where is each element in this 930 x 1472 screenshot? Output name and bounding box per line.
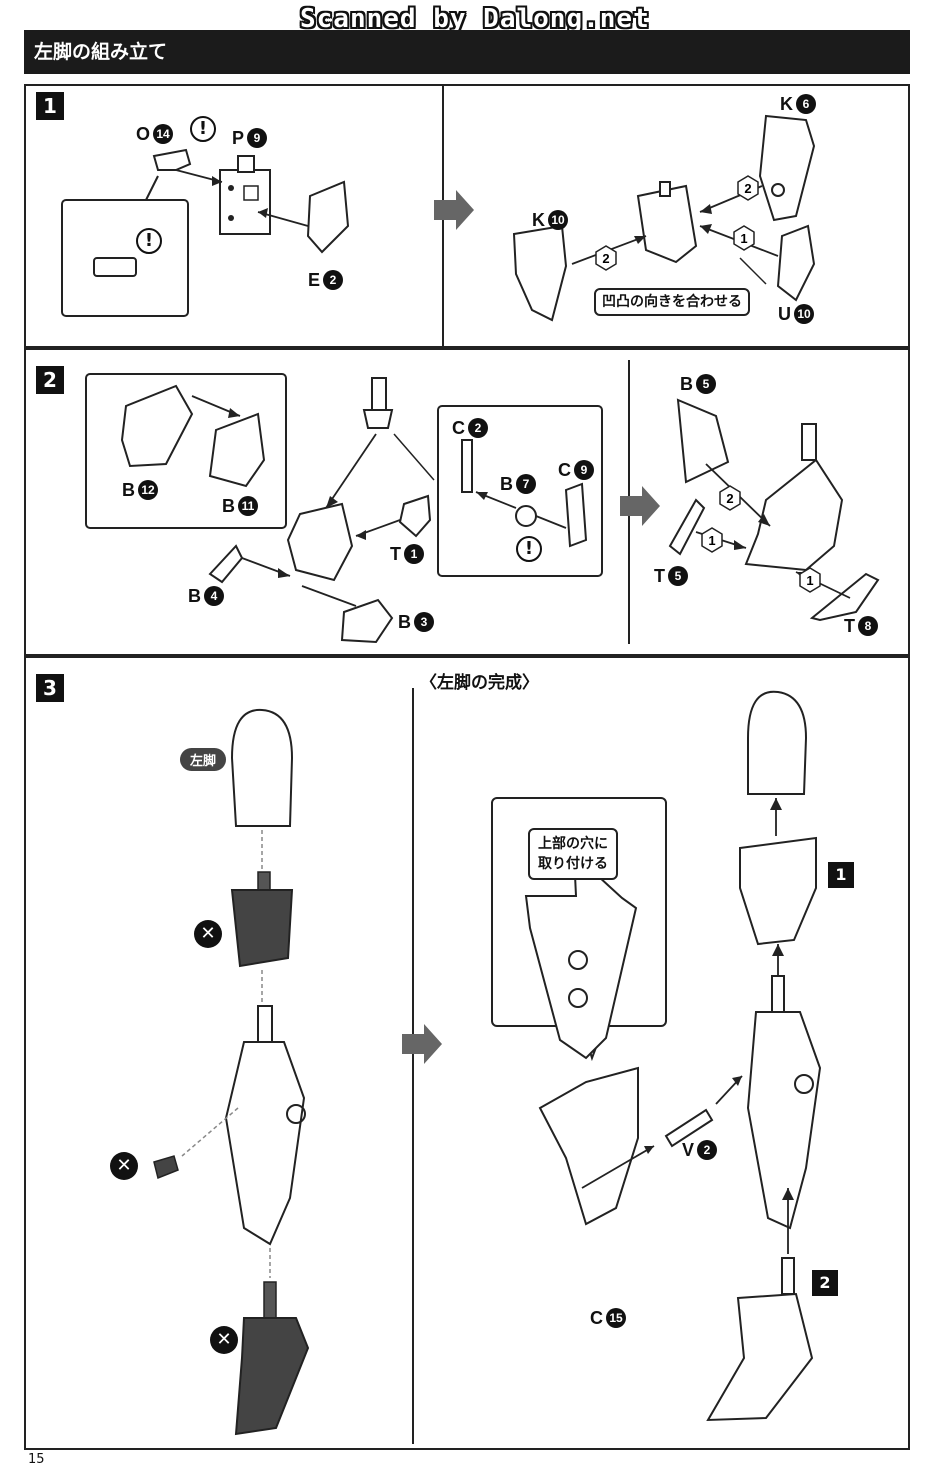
step-2-illustration: 2 1 1	[85, 373, 880, 644]
step-3-divider	[412, 688, 414, 1444]
page-number: 15	[28, 1452, 45, 1467]
left-leg-tag: 左脚	[180, 748, 227, 771]
discard-icon-3: ✕	[210, 1326, 238, 1354]
attach-caption-line1: 上部の穴に	[538, 836, 608, 852]
caution-icon-step2: !	[516, 536, 542, 562]
svg-text:1: 1	[708, 533, 715, 548]
step-3-badge: 3	[36, 674, 64, 702]
step-2-badge: 2	[36, 366, 64, 394]
step-2-panel: 2	[24, 348, 910, 656]
svg-text:2: 2	[726, 491, 733, 506]
svg-text:2: 2	[744, 181, 751, 196]
section-header: 左脚の組み立て	[24, 30, 910, 74]
sub-assembly-1-badge: 1	[828, 862, 854, 888]
step-1-illustration: 2 1 2	[61, 114, 816, 322]
completed-left-leg-title: 〈左脚の完成〉	[420, 673, 539, 693]
step-3-panel: 3 〈左脚の完成〉 左脚	[24, 656, 910, 1450]
attach-caption-line2: 取り付ける	[538, 856, 608, 872]
sub-assembly-2-badge: 2	[812, 1270, 838, 1296]
step-1-panel: 1	[24, 84, 910, 348]
scan-watermark: Scanned by Dalong.net	[300, 4, 650, 34]
svg-text:1: 1	[806, 573, 813, 588]
attach-caption: 上部の穴に 取り付ける	[528, 828, 618, 880]
caution-icon: !	[190, 116, 216, 142]
discard-icon-1: ✕	[194, 920, 222, 948]
svg-text:1: 1	[740, 231, 747, 246]
step-1-badge: 1	[36, 92, 64, 120]
discard-icon-2: ✕	[110, 1152, 138, 1180]
caution-icon-inset: !	[136, 228, 162, 254]
align-caption: 凹凸の向きを合わせる	[594, 288, 750, 316]
svg-text:2: 2	[602, 251, 609, 266]
step-3-illustration	[153, 690, 822, 1436]
